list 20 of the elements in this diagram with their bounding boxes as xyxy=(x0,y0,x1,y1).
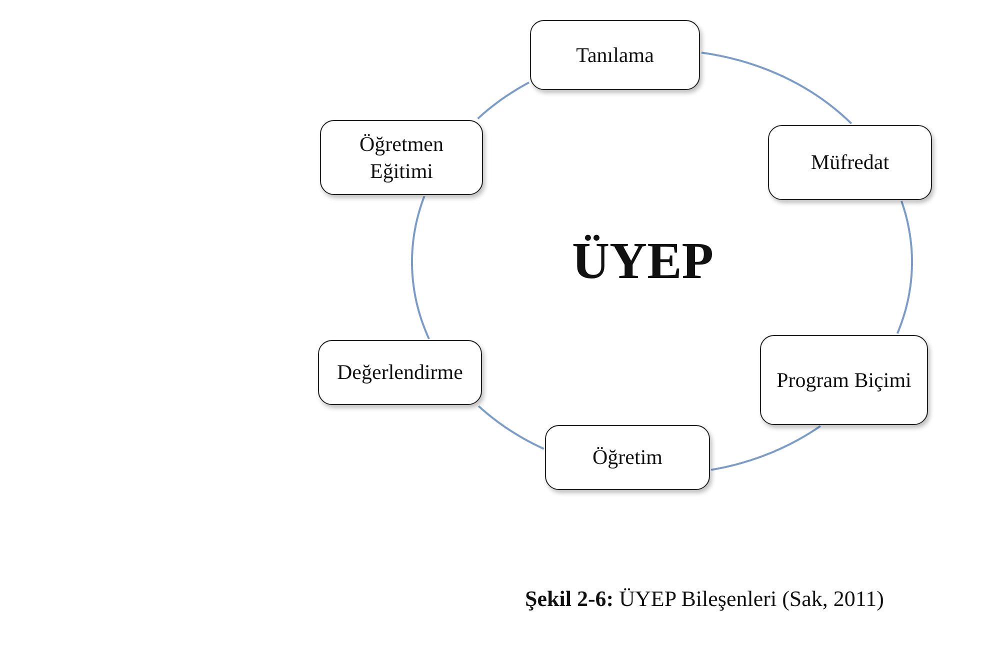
node-label: Müfredat xyxy=(810,149,890,176)
figure-caption: Şekil 2-6: ÜYEP Bileşenleri (Sak, 2011) xyxy=(525,586,884,612)
rounded-box xyxy=(760,335,928,425)
connector-arc xyxy=(411,196,430,340)
connector-arc xyxy=(477,82,530,120)
node-label: Değerlendirme xyxy=(336,359,464,386)
rounded-box xyxy=(545,425,710,490)
rounded-box xyxy=(318,340,482,405)
rounded-box xyxy=(530,20,700,90)
rounded-box xyxy=(320,120,483,195)
connector-arc xyxy=(710,425,821,471)
connector-arc xyxy=(701,52,852,124)
connector-arc xyxy=(478,405,544,450)
center-title: ÜYEP xyxy=(572,232,714,291)
node-label: Öğretim xyxy=(592,444,664,471)
node-label: Öğretmen Eğitimi xyxy=(358,131,444,184)
node-label: Tanılama xyxy=(575,42,655,68)
connector-arc xyxy=(896,200,913,334)
node-label: Program Biçimi xyxy=(776,366,912,394)
rounded-box xyxy=(768,125,932,200)
